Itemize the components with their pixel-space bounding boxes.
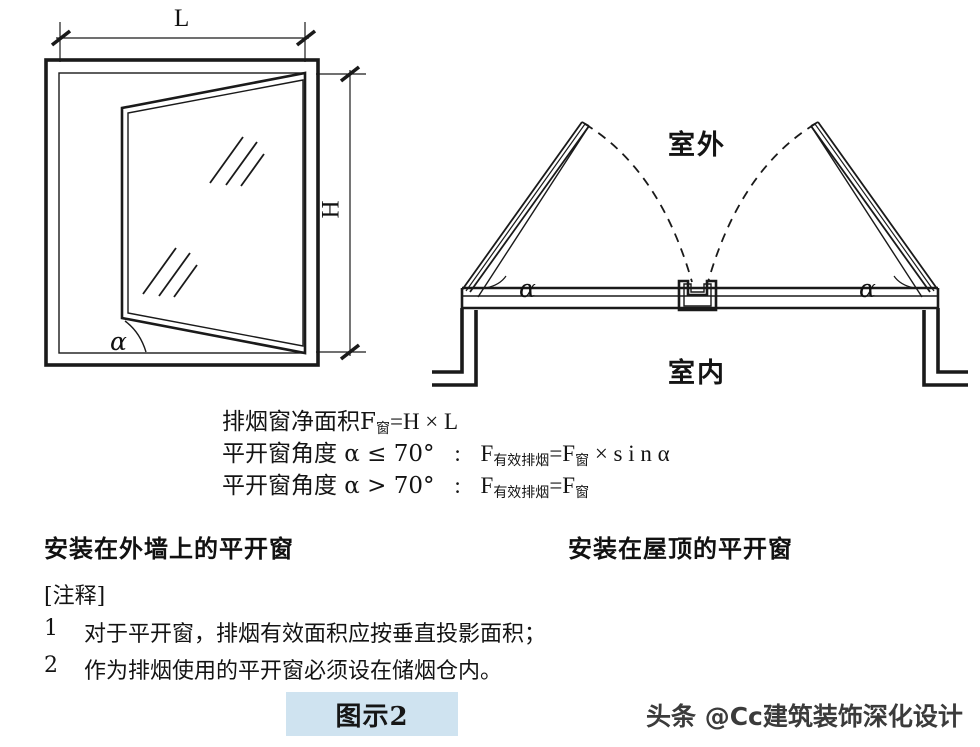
notes-title: [注释]	[44, 584, 106, 609]
watermark-text: 头条 @Cc建筑装饰深化设计	[646, 702, 963, 731]
formula-2-condition: 平开窗角度 α ≤ 70°	[222, 441, 435, 467]
formula-2-colon: :	[454, 441, 461, 466]
figure-caption-text: 图示2	[335, 701, 409, 732]
angle-label-left-elevation: α	[110, 327, 127, 356]
formula-1-subscript: 窗	[375, 421, 390, 437]
note-item: 2 作为排烟使用的平开窗必须设在储烟仓内。	[44, 653, 744, 685]
right-angle-arc	[893, 275, 915, 289]
formula-3-eq: =F	[549, 473, 576, 498]
note-text: 作为排烟使用的平开窗必须设在储烟仓内。	[84, 659, 503, 684]
notes-block: [注释] 1 对于平开窗，排烟有效面积应按垂直投影面积； 2 作为排烟使用的平开…	[44, 578, 744, 690]
right-window-plan	[432, 121, 968, 387]
formula-3-fsub: 有效排烟	[493, 485, 550, 501]
angle-label-plan-right: α	[859, 274, 876, 303]
figure-caption-box: 图示2	[286, 692, 458, 736]
formula-2-eq: =F	[549, 441, 576, 466]
formula-2-tail: × s i n α	[589, 441, 670, 466]
formula-3-condition: 平开窗角度 α > 70°	[222, 473, 435, 499]
dimension-L	[50, 22, 317, 62]
angle-label-plan-left: α	[519, 274, 536, 303]
note-item: 1 对于平开窗，排烟有效面积应按垂直投影面积；	[44, 616, 744, 648]
dimension-label-H: H	[317, 200, 345, 219]
angle-arc-left	[124, 320, 147, 353]
right-swing-arc	[707, 123, 816, 283]
wall-opening-outer	[44, 58, 320, 367]
left-window-elevation	[44, 22, 366, 367]
formula-1-tail: =H × L	[389, 409, 459, 434]
formula-2-fsub: 有效排烟	[493, 453, 550, 469]
glass-hatch-lower	[142, 247, 198, 298]
wall-opening-inner	[58, 72, 306, 354]
note-number: 1	[44, 616, 58, 641]
dimension-H	[316, 65, 366, 361]
right-wall-upstand	[922, 308, 968, 387]
formula-3-f: F	[480, 473, 494, 498]
formula-2-eqsub: 窗	[575, 453, 590, 469]
left-sash-open	[461, 121, 590, 298]
left-diagram-heading: 安装在外墙上的平开窗	[44, 535, 294, 563]
dimension-label-L: L	[174, 5, 190, 32]
formula-1-lead: 排烟窗净面积F	[222, 409, 376, 435]
right-sash-open	[810, 121, 939, 298]
sash-inner-outline	[127, 79, 304, 347]
outdoor-label: 室外	[668, 130, 726, 161]
left-wall-upstand	[432, 308, 478, 387]
formula-2-f: F	[480, 441, 494, 466]
center-mullion	[677, 279, 718, 312]
glass-hatch-upper	[209, 136, 265, 187]
sash-outer-outline	[120, 71, 307, 355]
left-angle-arc	[485, 275, 507, 289]
note-text: 对于平开窗，排烟有效面积应按垂直投影面积；	[84, 622, 547, 647]
note-number: 2	[44, 653, 58, 678]
formula-3-colon: :	[454, 473, 461, 498]
formula-3-eqsub: 窗	[575, 485, 590, 501]
left-swing-arc	[584, 123, 693, 283]
indoor-label: 室内	[668, 358, 726, 389]
right-diagram-heading: 安装在屋顶的平开窗	[568, 535, 793, 563]
